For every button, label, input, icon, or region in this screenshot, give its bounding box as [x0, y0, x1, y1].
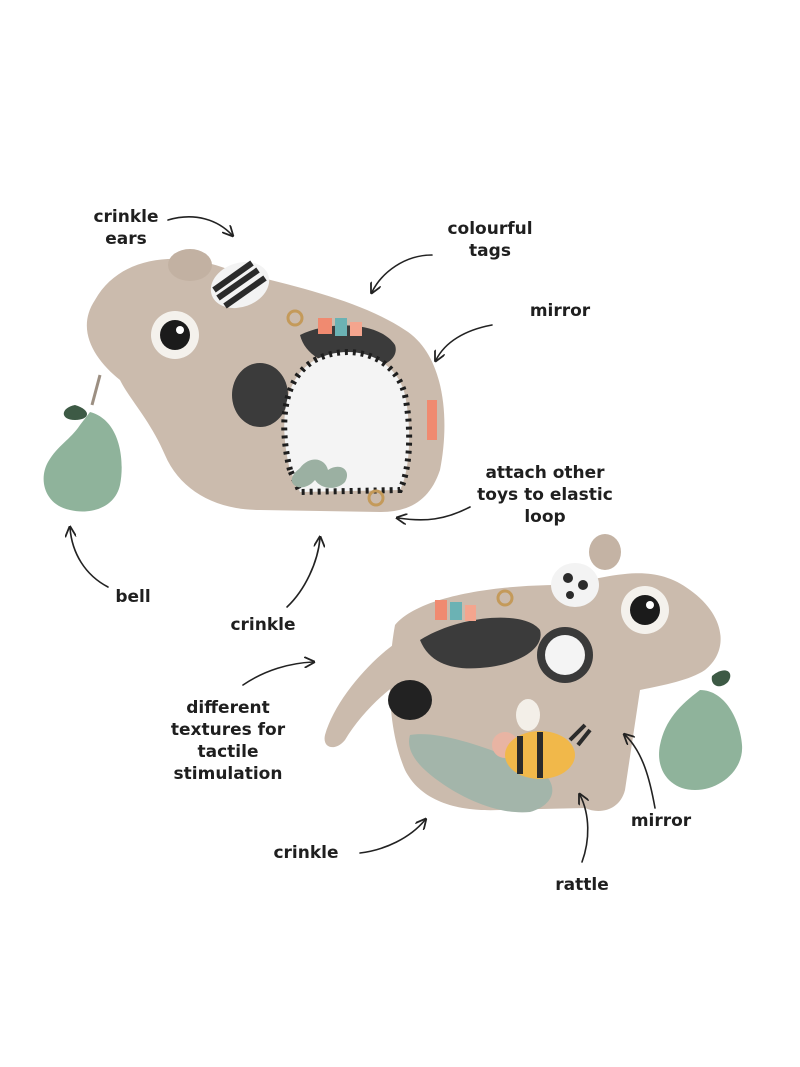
bristle-texture: [388, 680, 432, 720]
elastic-loop: [367, 489, 385, 507]
cow-toy-front: [43, 249, 445, 512]
arrow-textures: [242, 662, 313, 686]
hanging-loop: [496, 589, 514, 607]
arrow-attach-loop: [398, 506, 471, 520]
cow-toy-back: [324, 534, 743, 813]
tag: [435, 600, 447, 620]
label-rattle: rattle: [555, 875, 609, 895]
striped-crinkle-ear: [210, 260, 270, 309]
bee-rattle: [505, 699, 592, 779]
pear-bell: [43, 374, 122, 512]
corduroy-patch: [420, 617, 541, 669]
tail: [324, 640, 410, 748]
dotted-crinkle-ear: [551, 563, 599, 607]
label-mirror-bottom: mirror: [630, 811, 692, 831]
arrow-crinkle-bottom: [359, 820, 425, 854]
hanging-loop: [286, 309, 304, 327]
arrow-crinkle-ears: [167, 216, 232, 235]
arrow-crinkle-mid: [286, 538, 320, 608]
label-crinkle-ears: crinkle ears: [93, 207, 159, 249]
ear: [589, 534, 621, 570]
ear: [168, 249, 212, 281]
tag: [335, 318, 347, 336]
tag: [350, 322, 362, 336]
crinkle-bow: [291, 459, 348, 488]
pear-bell: [659, 670, 743, 790]
arrow-mirror-bottom: [625, 735, 656, 809]
side-patch: [232, 363, 288, 427]
arrow-mirror-top: [436, 324, 493, 360]
mirror: [281, 349, 413, 496]
annotation-arrows: [70, 216, 656, 863]
eye: [151, 311, 199, 359]
brand-tag: [427, 400, 437, 440]
tag: [465, 605, 476, 621]
arrow-bell: [70, 528, 109, 588]
tag: [318, 318, 332, 334]
arrow-rattle: [580, 795, 588, 863]
label-attach-loop: attach other toys to elastic loop: [477, 463, 613, 527]
arrow-colourful-tags: [372, 254, 433, 292]
label-crinkle-bottom: crinkle: [273, 843, 339, 863]
label-crinkle-mid: crinkle: [230, 615, 296, 635]
label-bell: bell: [115, 587, 151, 607]
label-textures: different textures for tactile stimulati…: [170, 698, 286, 784]
eye: [621, 586, 669, 634]
round-mirror: [545, 635, 585, 675]
tag: [450, 602, 462, 620]
crinkle-cloth: [409, 734, 553, 813]
label-colourful-tags: colourful tags: [447, 219, 533, 261]
label-mirror-top: mirror: [529, 301, 591, 321]
